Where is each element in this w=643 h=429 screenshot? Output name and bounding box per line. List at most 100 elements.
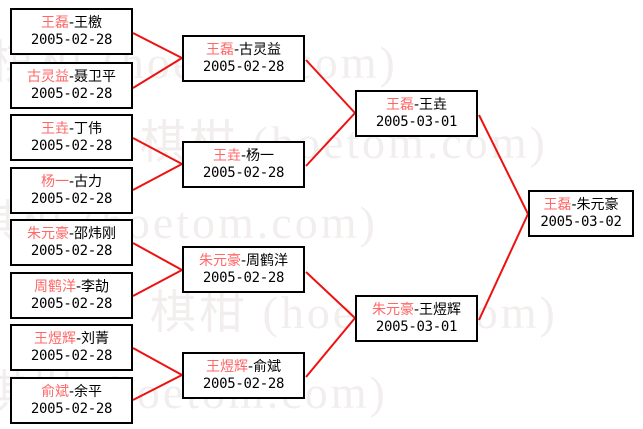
player-winner: 王磊 <box>205 41 234 58</box>
match-box-r3m2[interactable]: 朱元豪-王煜辉 2005-03-01 <box>355 295 478 342</box>
match-box-r2m4[interactable]: 王煜辉-俞斌 2005-02-28 <box>182 352 305 399</box>
player-winner: 俞斌 <box>40 383 69 400</box>
player-winner: 王磊 <box>385 96 414 113</box>
player-winner: 王煜辉 <box>33 330 76 347</box>
match-box-r1m8[interactable]: 俞斌-余平 2005-02-28 <box>10 377 133 424</box>
connector-r1m6-to-r2m3 <box>132 269 183 297</box>
match-players: 王磊-王檄 <box>41 15 102 32</box>
player-loser: 李劼 <box>81 278 110 295</box>
player-winner: 周鹤洋 <box>33 278 76 295</box>
player-separator: - <box>68 68 75 85</box>
player-separator: - <box>68 14 75 31</box>
match-date: 2005-03-01 <box>375 113 458 130</box>
match-date: 2005-02-28 <box>30 347 113 364</box>
match-date: 2005-02-28 <box>30 190 113 207</box>
player-loser: 朱元豪 <box>576 196 619 213</box>
match-box-r2m3[interactable]: 朱元豪-周鹤洋 2005-02-28 <box>182 246 305 293</box>
connector-r1m4-to-r2m2 <box>132 163 183 191</box>
match-players: 王煜辉-俞斌 <box>206 359 281 376</box>
connector-r1m5-to-r2m3 <box>132 242 183 271</box>
match-players: 周鹤洋-李劼 <box>34 279 109 296</box>
player-loser: 古力 <box>74 173 103 190</box>
match-players: 王磊-古灵益 <box>206 42 281 59</box>
player-separator: - <box>68 173 75 190</box>
match-box-r3m1[interactable]: 王磊-王垚 2005-03-01 <box>355 90 478 137</box>
player-separator: - <box>413 96 420 113</box>
match-box-r2m2[interactable]: 王垚-杨一 2005-02-28 <box>182 141 305 188</box>
match-box-r1m1[interactable]: 王磊-王檄 2005-02-28 <box>10 8 133 55</box>
match-box-r1m4[interactable]: 杨一-古力 2005-02-28 <box>10 167 133 214</box>
match-box-final[interactable]: 王磊-朱元豪 2005-03-02 <box>528 190 634 237</box>
player-separator: - <box>413 301 420 318</box>
match-box-r1m2[interactable]: 古灵益-聂卫平 2005-02-28 <box>10 62 133 109</box>
player-winner: 王煜辉 <box>205 358 248 375</box>
match-box-r2m1[interactable]: 王磊-古灵益 2005-02-28 <box>182 35 305 82</box>
match-players: 王垚-丁伟 <box>41 121 102 138</box>
player-loser: 周鹤洋 <box>246 252 289 269</box>
match-box-r1m6[interactable]: 周鹤洋-李劼 2005-02-28 <box>10 272 133 319</box>
match-date: 2005-02-28 <box>30 137 113 154</box>
player-winner: 杨一 <box>40 173 69 190</box>
connector-r1m7-to-r2m4 <box>132 347 183 376</box>
player-winner: 王垚 <box>212 147 241 164</box>
match-players: 朱元豪-邵炜刚 <box>27 226 116 243</box>
player-separator: - <box>68 383 75 400</box>
match-date: 2005-03-02 <box>540 213 622 230</box>
connector-r2m4-to-r3m2 <box>305 317 356 378</box>
watermark-text: 棋柑 (hoetom.com) <box>150 287 558 338</box>
connector-r1m1-to-r2m1 <box>132 32 183 59</box>
match-box-r1m3[interactable]: 王垚-丁伟 2005-02-28 <box>10 114 133 161</box>
match-box-r1m5[interactable]: 朱元豪-邵炜刚 2005-02-28 <box>10 219 133 266</box>
connector-r3m1-to-final <box>478 114 529 215</box>
connector-r2m3-to-r3m2 <box>305 271 356 319</box>
connector-r1m3-to-r2m2 <box>132 137 183 165</box>
match-players: 杨一-古力 <box>41 174 102 191</box>
player-loser: 刘菁 <box>81 330 110 347</box>
connector-r2m1-to-r3m1 <box>305 59 356 114</box>
player-separator: - <box>68 225 75 242</box>
match-date: 2005-02-28 <box>30 242 113 259</box>
match-date: 2005-02-28 <box>202 164 285 181</box>
match-date: 2005-02-28 <box>202 375 285 392</box>
match-date: 2005-02-28 <box>30 295 113 312</box>
match-players: 王磊-王垚 <box>386 97 447 114</box>
player-loser: 俞斌 <box>253 358 282 375</box>
player-loser: 王煜辉 <box>419 301 462 318</box>
player-winner: 朱元豪 <box>371 301 414 318</box>
match-date: 2005-02-28 <box>30 31 113 48</box>
player-loser: 王檄 <box>74 14 103 31</box>
player-winner: 王磊 <box>543 196 572 213</box>
match-players: 朱元豪-王煜辉 <box>372 302 461 319</box>
player-separator: - <box>240 147 247 164</box>
connector-r1m8-to-r2m4 <box>132 374 183 401</box>
match-date: 2005-02-28 <box>30 85 113 102</box>
player-winner: 王垚 <box>40 120 69 137</box>
match-players: 王磊-朱元豪 <box>543 197 618 214</box>
connector-r1m2-to-r2m1 <box>132 57 183 89</box>
player-separator: - <box>68 120 75 137</box>
player-winner: 朱元豪 <box>26 225 69 242</box>
player-separator: - <box>75 278 82 295</box>
player-separator: - <box>233 41 240 58</box>
match-players: 王煜辉-刘菁 <box>34 331 109 348</box>
match-box-r1m7[interactable]: 王煜辉-刘菁 2005-02-28 <box>10 324 133 371</box>
connector-r3m2-to-final <box>478 213 529 321</box>
match-players: 朱元豪-周鹤洋 <box>199 253 288 270</box>
player-winner: 王磊 <box>40 14 69 31</box>
connector-r2m2-to-r3m1 <box>305 112 356 167</box>
player-separator: - <box>571 196 577 213</box>
player-separator: - <box>240 252 247 269</box>
player-loser: 杨一 <box>246 147 275 164</box>
player-loser: 丁伟 <box>74 120 103 137</box>
match-date: 2005-02-28 <box>202 269 285 286</box>
match-players: 古灵益-聂卫平 <box>27 69 116 86</box>
match-date: 2005-02-28 <box>30 400 113 417</box>
match-date: 2005-03-01 <box>375 318 458 335</box>
player-loser: 邵炜刚 <box>74 225 117 242</box>
match-players: 王垚-杨一 <box>213 148 274 165</box>
player-loser: 古灵益 <box>239 41 282 58</box>
player-loser: 王垚 <box>419 96 448 113</box>
match-players: 俞斌-余平 <box>41 384 102 401</box>
player-loser: 聂卫平 <box>74 68 117 85</box>
